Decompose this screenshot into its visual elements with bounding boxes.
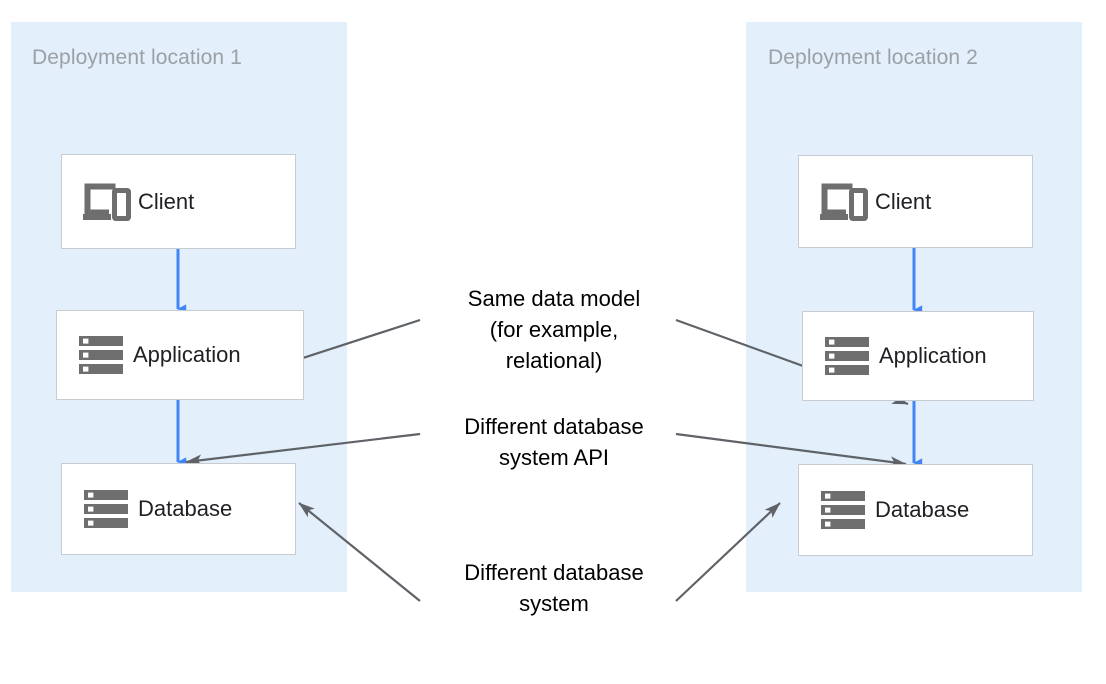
node-application-location-1[interactable]: Application xyxy=(56,310,304,400)
server-stack-icon xyxy=(821,333,873,379)
server-stack-icon xyxy=(80,486,132,532)
node-label: Application xyxy=(879,343,987,368)
node-label: Client xyxy=(875,188,932,214)
deployment-zone-2-title: Deployment location 2 xyxy=(768,46,978,69)
node-label: Client xyxy=(138,188,195,214)
server-stack-icon xyxy=(75,332,127,378)
callout-different-database-system-api: Different database system API xyxy=(464,414,644,470)
client-devices-icon xyxy=(80,179,132,225)
node-database-location-1[interactable]: Database xyxy=(61,463,296,555)
deployment-zone-1-title: Deployment location 1 xyxy=(32,46,242,69)
client-devices-icon xyxy=(817,179,869,225)
callout-different-database-system: Different database system xyxy=(464,560,644,616)
callout-same-data-model: Same data model (for example, relational… xyxy=(467,286,641,373)
node-label: Application xyxy=(133,342,241,367)
node-application-location-2[interactable]: Application xyxy=(802,311,1034,401)
server-stack-icon xyxy=(817,487,869,533)
node-client-location-1[interactable]: Client xyxy=(61,154,296,249)
node-label: Database xyxy=(138,496,233,521)
node-database-location-2[interactable]: Database xyxy=(798,464,1033,556)
node-client-location-2[interactable]: Client xyxy=(798,155,1033,248)
node-label: Database xyxy=(875,497,970,522)
